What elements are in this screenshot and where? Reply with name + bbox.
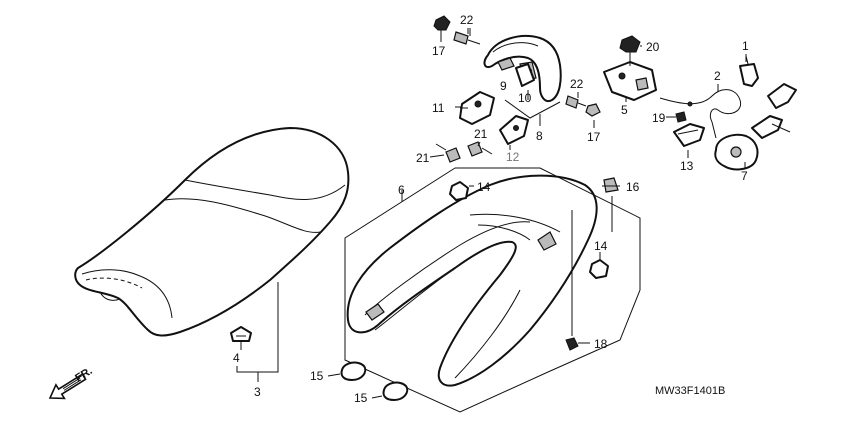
clip-part-16 (603, 177, 619, 232)
bracket-3-4 (236, 282, 279, 382)
label-part-18: 18 (594, 337, 608, 351)
label-part-2: 2 (714, 69, 721, 83)
label-part-13: 13 (680, 159, 694, 173)
bolt-part-21-left (435, 143, 461, 163)
label-part-10: 10 (518, 91, 532, 105)
label-part-4: 4 (233, 351, 240, 365)
rubber-part-15-upper (340, 361, 367, 381)
label-part-20: 20 (646, 40, 660, 54)
bolt-part-22-right (565, 95, 587, 109)
nut-part-17-right (585, 103, 601, 117)
label-part-17-top: 17 (432, 44, 446, 58)
bolt-part-21-right (467, 141, 493, 157)
label-part-16: 16 (626, 180, 640, 194)
label-part-17-right: 17 (587, 130, 601, 144)
grommet-part-14-right (589, 259, 609, 279)
bracket-8 (504, 99, 561, 126)
label-part-8: 8 (536, 129, 543, 143)
label-part-15-upper: 15 (310, 369, 324, 383)
label-part-21-left: 21 (416, 151, 430, 165)
label-part-11: 11 (432, 101, 445, 115)
cable-part-2 (659, 89, 742, 139)
label-part-22-top: 22 (460, 13, 474, 27)
diagram-code: MW33F1401B (655, 385, 725, 397)
rear-cowl (346, 174, 598, 387)
screw-part-19 (675, 111, 687, 123)
leader-lines (327, 28, 747, 399)
collar-part-9 (497, 57, 515, 71)
cover-part-13 (673, 123, 705, 147)
label-part-22-right: 22 (570, 77, 584, 91)
bolt-part-20 (619, 35, 641, 66)
label-part-5: 5 (621, 103, 628, 117)
bolt-part-22-top (453, 28, 481, 45)
plate-part-12 (499, 115, 529, 145)
key-lock-part-7 (714, 83, 797, 171)
clip-part-1 (739, 55, 759, 87)
screw-part-18 (565, 210, 579, 351)
label-part-14-top: 14 (477, 180, 491, 194)
rubber-part-15-lower (382, 381, 409, 401)
nut-part-17-top (433, 15, 451, 31)
seat (74, 127, 350, 337)
label-part-21-right: 21 (474, 127, 488, 141)
label-part-12: 12 (506, 150, 520, 164)
label-part-7: 7 (741, 169, 748, 183)
label-part-6: 6 (398, 183, 405, 197)
label-part-9: 9 (500, 79, 507, 93)
front-arrow-icon (48, 373, 87, 400)
grommet-part-4 (230, 326, 252, 350)
label-part-14-right: 14 (594, 239, 608, 253)
label-part-19: 19 (652, 111, 666, 125)
cowl-assembly-box (344, 167, 641, 413)
label-part-3: 3 (254, 385, 261, 399)
grommet-part-14-top (449, 181, 469, 201)
bracket-part-10 (515, 63, 535, 100)
latch-part-5 (603, 61, 657, 101)
hinge-part-11 (459, 91, 495, 125)
part-number-labels: 1 2 3 4 5 6 7 8 9 10 11 12 13 14 14 15 1… (233, 13, 749, 405)
label-part-15-lower: 15 (354, 391, 368, 405)
label-part-1: 1 (742, 39, 749, 53)
